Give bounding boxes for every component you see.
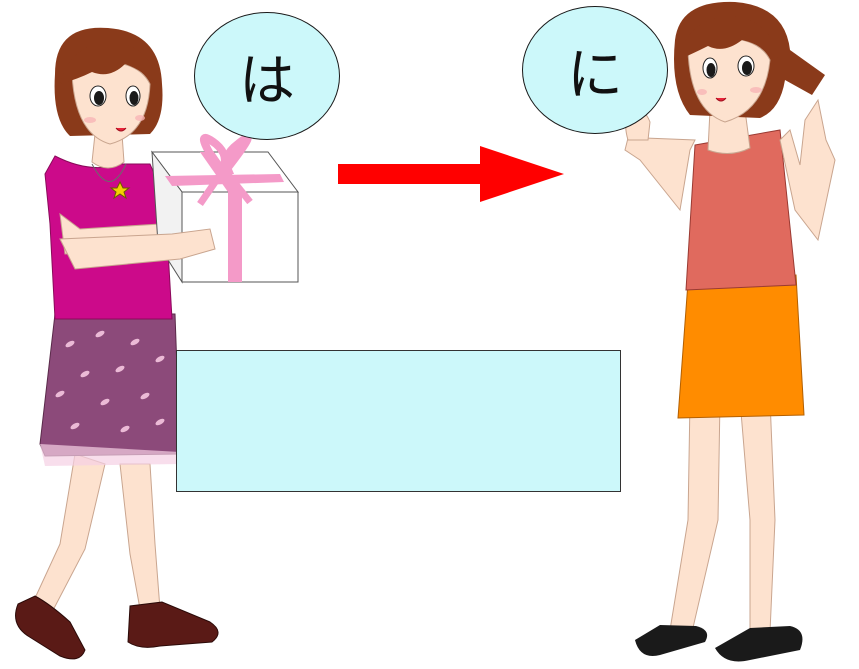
particle-bubble-ni: に xyxy=(522,6,668,134)
right-arrow-icon xyxy=(338,146,564,202)
answer-box[interactable] xyxy=(176,350,621,492)
receiver-woman-icon xyxy=(624,1,836,662)
particle-bubble-ha: は xyxy=(194,12,340,140)
giver-woman-icon xyxy=(15,27,299,660)
gift-box-icon xyxy=(151,134,299,284)
